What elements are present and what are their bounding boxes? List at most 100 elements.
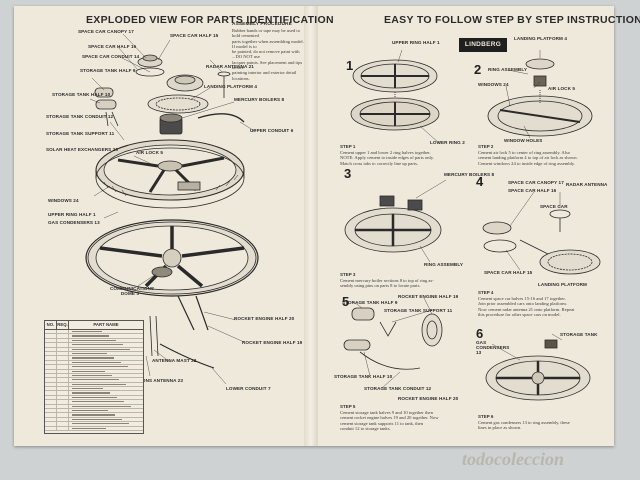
label-space-car-conduit: SPACE CAR CONDUIT 14 bbox=[82, 54, 140, 59]
step-5-text: Cement storage tank halves 9 and 10 toge… bbox=[340, 410, 439, 431]
step-5-label: STEP 5 bbox=[340, 404, 356, 409]
parts-table-row bbox=[45, 365, 143, 370]
parts-table-row bbox=[45, 404, 143, 410]
parts-col-name: PART NAME bbox=[93, 322, 119, 327]
label-storage-tank-half-10: STORAGE TANK HALF 10 bbox=[52, 92, 111, 97]
r-label-rocket-engine-half-20: ROCKET ENGINE HALF 20 bbox=[398, 396, 459, 401]
label-communications-dome: COMMUNICATIONS DOME 3 bbox=[110, 286, 155, 296]
label-storage-tank-support: STORAGE TANK SUPPORT 11 bbox=[46, 131, 115, 136]
r-label-storage-tank-support: STORAGE TANK SUPPORT 11 bbox=[384, 308, 453, 313]
center-fold bbox=[304, 6, 318, 446]
step-2-text: Cement air lock 5 to center of ring asse… bbox=[478, 150, 578, 166]
parts-table-rows bbox=[45, 330, 143, 431]
r-label-landing-platform-4: LANDING PLATFORM bbox=[538, 282, 587, 287]
parts-table-row bbox=[45, 422, 143, 427]
parts-table-row bbox=[45, 369, 143, 374]
r-label-space-car-half-16: SPACE CAR HALF 16 bbox=[508, 188, 557, 193]
parts-table-row bbox=[45, 387, 143, 392]
parts-table-row bbox=[45, 409, 143, 414]
r-label-space-car-canopy: SPACE CAR CANOPY 17 bbox=[508, 180, 564, 185]
label-rocket-engine-half-19: ROCKET ENGINE HALF 19 bbox=[242, 340, 303, 345]
parts-table-row bbox=[45, 347, 143, 352]
watermark: todocoleccion bbox=[462, 449, 564, 469]
label-mercury-boilers: MERCURY BOILERS 8 bbox=[234, 97, 285, 102]
parts-table-header: NO. REQ. PART NAME bbox=[45, 321, 143, 330]
r-label-gas-condensers: GAS CONDENSERS 13 bbox=[476, 340, 510, 355]
r-label-lower-ring-half: LOWER RING 2 bbox=[430, 140, 465, 145]
r-label-upper-ring-half: UPPER RING HALF 1 bbox=[392, 40, 440, 45]
parts-table-row bbox=[45, 426, 143, 431]
parts-table-row bbox=[45, 391, 143, 396]
step-number-2: 2 bbox=[474, 62, 482, 77]
label-solar-heat-exchangers: SOLAR HEAT EXCHANGERS 26 bbox=[46, 147, 118, 152]
label-space-car-canopy: SPACE CAR CANOPY 17 bbox=[78, 29, 134, 34]
r-label-space-car: SPACE CAR bbox=[540, 204, 568, 209]
step-2-label: STEP 2 bbox=[478, 144, 494, 149]
r-label-storage-tank: STORAGE TANK bbox=[560, 332, 598, 337]
step-4-text: Cement space car halves 15-16 and 17 tog… bbox=[478, 296, 575, 317]
r-label-window-holes: WINDOW HOLES bbox=[504, 138, 543, 143]
r-label-storage-tank-half-9: STORAGE TANK HALF 9 bbox=[342, 300, 398, 305]
label-air-lock: AIR LOCK 5 bbox=[136, 150, 164, 155]
parts-table-row bbox=[45, 338, 143, 344]
step-3-text: Cement mercury boiler sections 8 to top … bbox=[340, 278, 434, 289]
label-storage-tank-conduit: STORAGE TANK CONDUIT 12 bbox=[46, 114, 114, 119]
r-label-landing-platform: LANDING PLATFORM 4 bbox=[514, 36, 568, 41]
parts-table-row bbox=[45, 356, 143, 361]
parts-table-row bbox=[45, 343, 143, 348]
parts-table-row bbox=[45, 417, 143, 423]
parts-table-row bbox=[45, 413, 143, 418]
label-communications-antenna: COMMUNICATIONS ANTENNA 23 bbox=[108, 378, 184, 383]
label-windows: WINDOWS 24 bbox=[48, 198, 79, 203]
step-number-6: 6 bbox=[476, 326, 484, 341]
r-label-air-lock: AIR LOCK 5 bbox=[548, 86, 576, 91]
parts-table-row bbox=[45, 382, 143, 388]
label-lower-conduit: LOWER CONDUIT 7 bbox=[226, 386, 271, 391]
label-upper-ring-half: UPPER RING HALF 1 bbox=[48, 212, 96, 217]
left-page-title: EXPLODED VIEW FOR PARTS IDENTIFICATION bbox=[86, 14, 334, 26]
step-number-1: 1 bbox=[346, 58, 354, 73]
label-space-car-half-16: SPACE CAR HALF 16 bbox=[88, 44, 137, 49]
r-label-rocket-engine-half-19: ROCKET ENGINE HALF 19 bbox=[398, 294, 459, 299]
parts-table-row bbox=[45, 400, 143, 405]
parts-table-row bbox=[45, 330, 143, 335]
step-number-5: 5 bbox=[342, 294, 350, 309]
label-storage-tank-half-9: STORAGE TANK HALF 9 bbox=[80, 68, 136, 73]
label-landing-platform: LANDING PLATFORM 4 bbox=[204, 84, 258, 89]
parts-table-row bbox=[45, 334, 143, 339]
label-antenna-mast: ANTENNA MAST 22 bbox=[152, 358, 197, 363]
r-label-mercury-boilers: MERCURY BOILERS 8 bbox=[444, 172, 495, 177]
r-label-space-car-half-15: SPACE CAR HALF 15 bbox=[484, 270, 533, 275]
step-number-4: 4 bbox=[476, 174, 484, 189]
parts-table-row bbox=[45, 373, 143, 379]
r-label-ring-assembly: RING ASSEMBLY bbox=[488, 67, 527, 72]
assembly-heading: ASSEMBLY PROCEDURE bbox=[232, 22, 292, 27]
step-1-text: Cement upper 1 and lower 2 ring halves t… bbox=[340, 150, 434, 166]
r-label-ring-assembly-3: RING ASSEMBLY bbox=[424, 262, 463, 267]
label-gas-condensers: GAS CONDENSERS 13 bbox=[48, 220, 100, 225]
label-rocket-engine-half-20: ROCKET ENGINE HALF 20 bbox=[234, 316, 295, 321]
right-page-title: EASY TO FOLLOW STEP BY STEP INSTRUCTIONS bbox=[384, 14, 640, 26]
parts-table-row bbox=[45, 351, 143, 357]
step-4-label: STEP 4 bbox=[478, 290, 494, 295]
step-6-label: STEP 6 bbox=[478, 414, 494, 419]
parts-table-row bbox=[45, 395, 143, 401]
parts-col-no: NO. bbox=[45, 321, 57, 329]
parts-table-row bbox=[45, 360, 143, 366]
r-label-storage-tank-conduit: STORAGE TANK CONDUIT 12 bbox=[364, 386, 432, 391]
r-label-radar-antenna: RADAR ANTENNA bbox=[566, 182, 608, 187]
step-3-label: STEP 3 bbox=[340, 272, 356, 277]
step-1-label: STEP 1 bbox=[340, 144, 356, 149]
label-upper-conduit: UPPER CONDUIT 6 bbox=[250, 128, 294, 133]
step-number-3: 3 bbox=[344, 166, 352, 181]
step-6-text: Cement gas condensers 13 to ring assembl… bbox=[478, 420, 570, 431]
parts-table-row bbox=[45, 378, 143, 383]
r-label-windows: WINDOWS 24 bbox=[478, 82, 509, 87]
parts-table: NO. REQ. PART NAME bbox=[44, 320, 144, 434]
label-space-car-half-15: SPACE CAR HALF 15 bbox=[170, 33, 219, 38]
label-radar-antenna: RADAR ANTENNA 21 bbox=[206, 64, 254, 69]
parts-col-req: REQ. bbox=[57, 321, 69, 329]
r-label-storage-tank-half-10: STORAGE TANK HALF 10 bbox=[334, 374, 393, 379]
